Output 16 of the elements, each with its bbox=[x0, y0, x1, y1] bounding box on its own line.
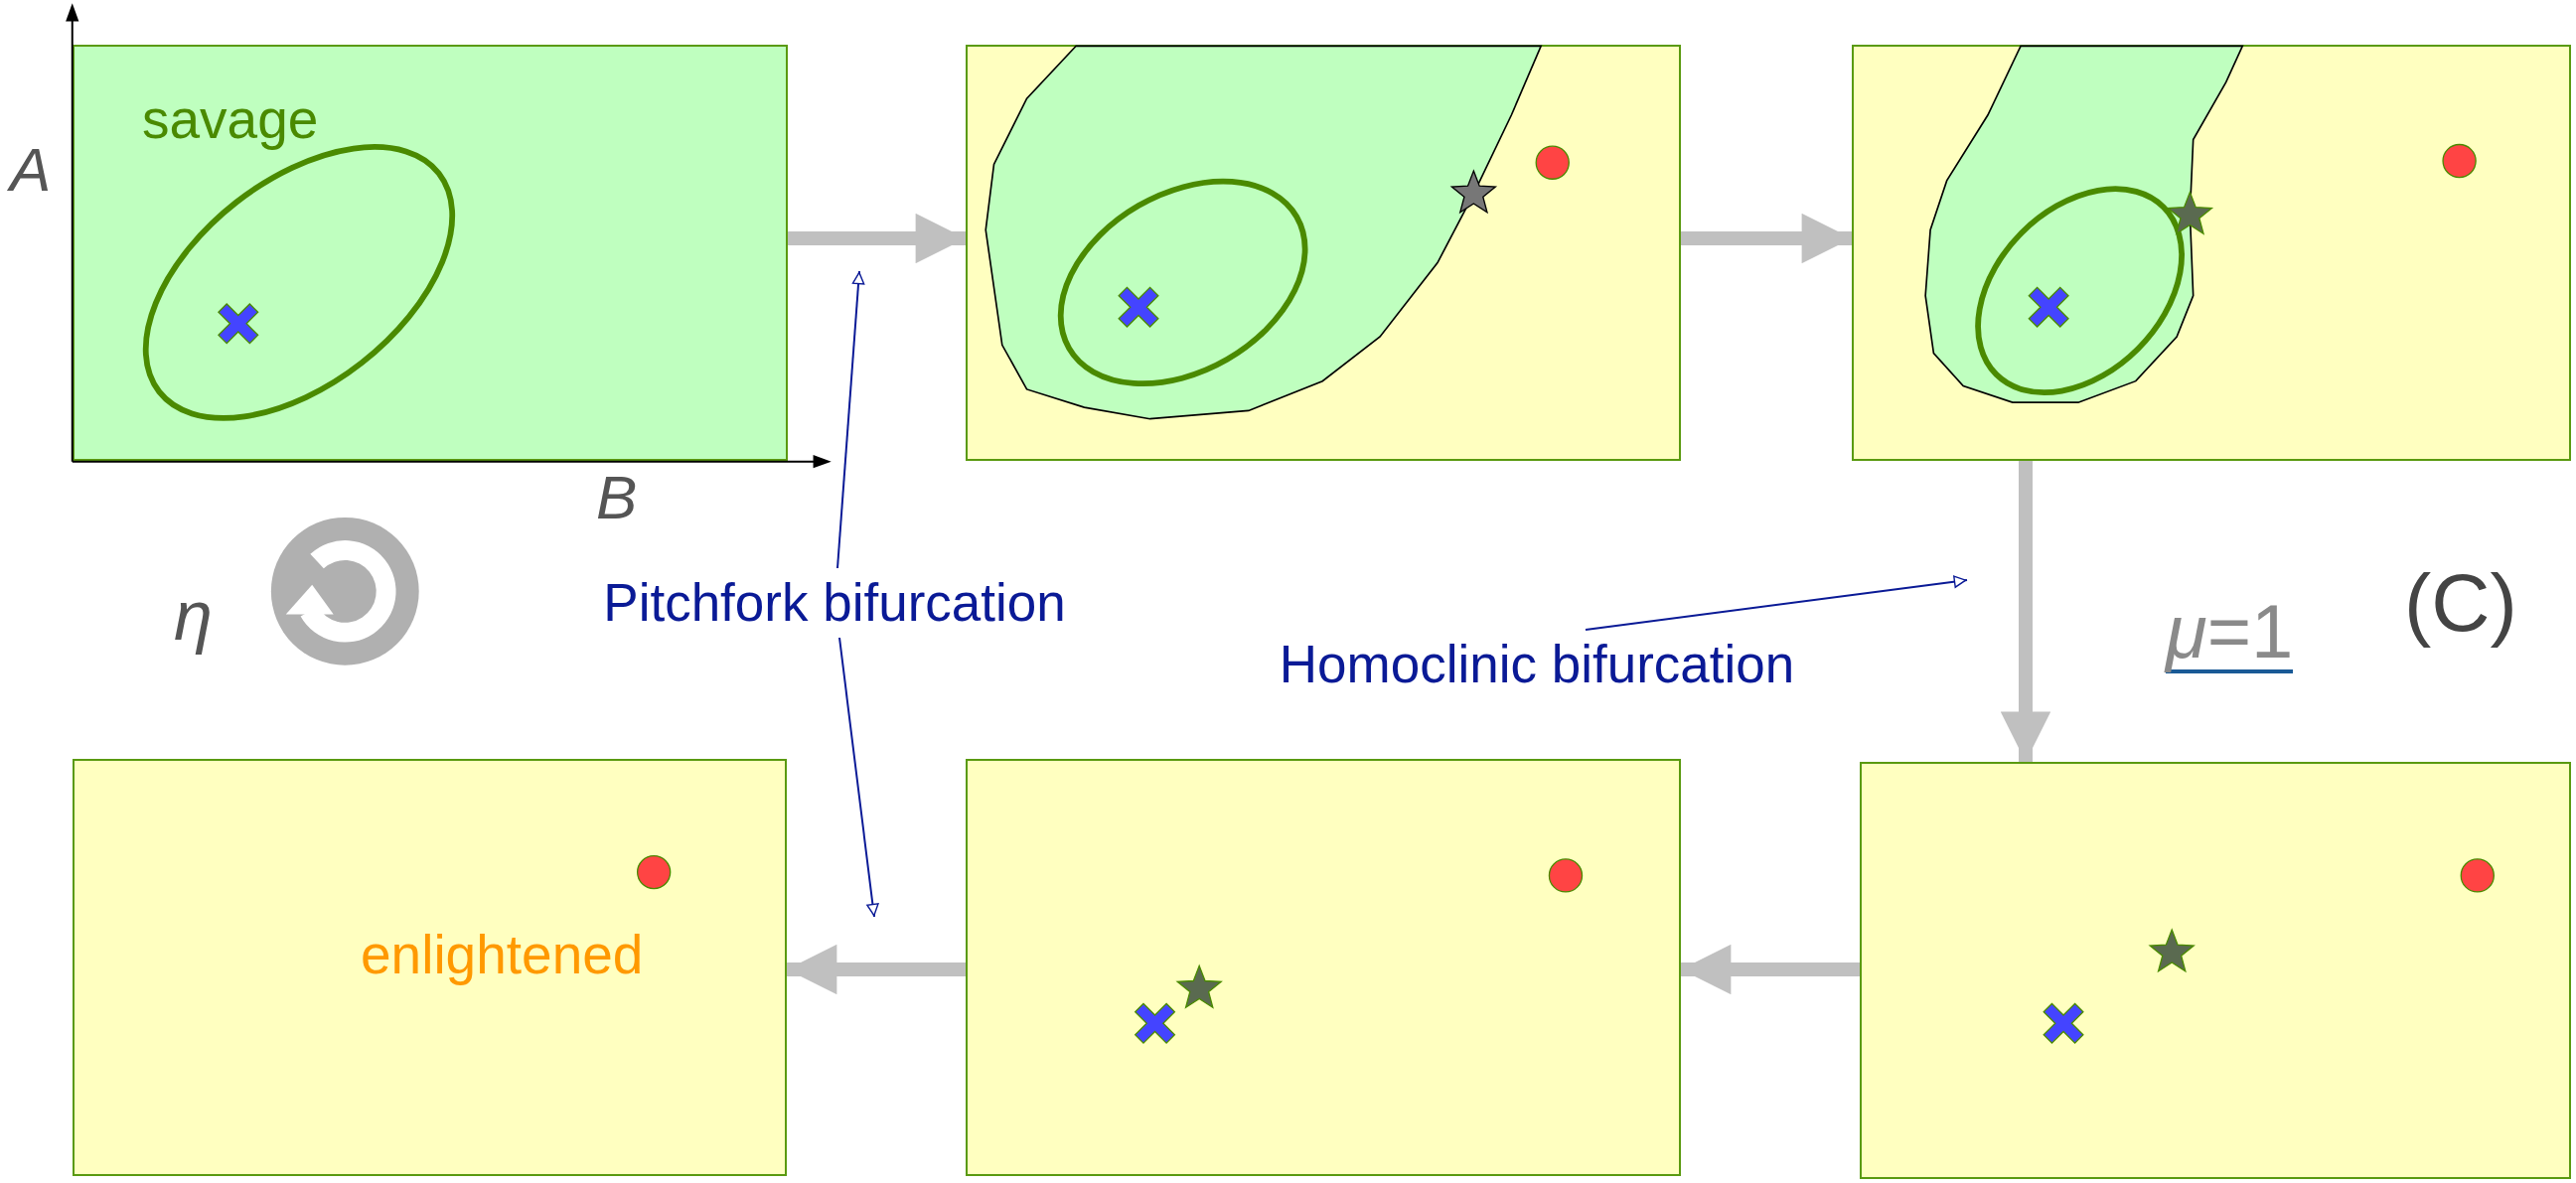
flow-arrow bbox=[787, 944, 966, 995]
flow-arrow bbox=[1681, 944, 1860, 995]
axis-label: B bbox=[596, 467, 638, 528]
annotation-text: Homoclinic bifurcation bbox=[1204, 630, 1870, 699]
flow-arrow bbox=[1681, 213, 1852, 264]
flow-arrow bbox=[788, 213, 966, 264]
parameter-label: μ=1 bbox=[2166, 594, 2294, 673]
leader-line bbox=[838, 637, 879, 918]
leader-line bbox=[836, 270, 865, 569]
phase-panel bbox=[73, 759, 787, 1176]
annotation-text: Pitchfork bifurcation bbox=[531, 568, 1137, 638]
phase-panel bbox=[966, 759, 1681, 1176]
flow-arrow bbox=[2000, 461, 2051, 762]
phase-panel bbox=[73, 45, 788, 461]
leader-line bbox=[1585, 575, 1968, 631]
phase-panel bbox=[1860, 762, 2571, 1179]
